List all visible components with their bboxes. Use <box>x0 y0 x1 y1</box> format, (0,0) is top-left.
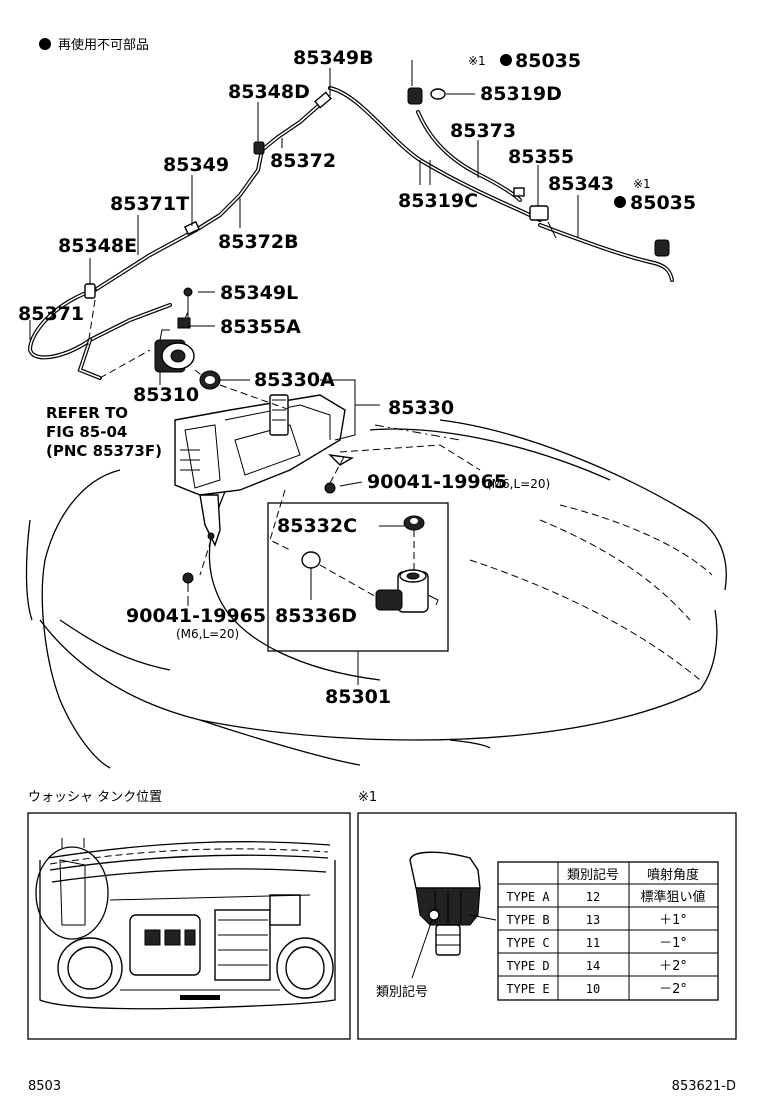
note-mark-2: ※1 <box>633 177 651 191</box>
label-85332C: 85332C <box>277 515 357 537</box>
table-row-label: TYPE A <box>506 890 550 904</box>
pump-85310 <box>154 329 195 373</box>
reusable-mark-icon <box>500 54 512 66</box>
label-85371: 85371 <box>18 303 84 325</box>
table-row-code: 14 <box>586 959 600 973</box>
label-85301: 85301 <box>325 686 391 708</box>
label-85349: 85349 <box>163 154 229 176</box>
table-header-type-code: 類別記号 <box>567 867 619 883</box>
label-90041-19965-top: 90041-19965 <box>367 471 507 493</box>
label-85319D: 85319D <box>480 83 562 105</box>
table-row-code: 13 <box>586 913 600 927</box>
label-85343: 85343 <box>548 173 614 195</box>
label-85348E: 85348E <box>58 235 137 257</box>
nozzle-panel-title: ※1 <box>358 790 377 805</box>
nozzle-icon-left <box>407 87 423 105</box>
table-row-label: TYPE C <box>506 936 549 950</box>
label-85330A: 85330A <box>254 369 335 391</box>
engine-bay-illustration <box>35 838 336 1010</box>
table-row-angle: ＋2° <box>659 959 687 974</box>
washer-tank-85330 <box>174 394 355 592</box>
table-row-code: 12 <box>586 890 600 904</box>
tank-location-title: ウォッシャ タンク位置 <box>28 790 162 805</box>
label-85373: 85373 <box>450 120 516 142</box>
table-row-code: 10 <box>586 982 600 996</box>
reusable-mark-icon <box>614 196 626 208</box>
table-frame <box>497 861 719 1001</box>
leader-lines <box>29 60 579 685</box>
label-85319C: 85319C <box>398 190 478 212</box>
table-header-spray-angle: 噴射角度 <box>647 867 699 883</box>
reusable-mark-icon <box>39 38 51 50</box>
table-row-angle: 標準狙い値 <box>640 889 705 905</box>
label-90041-spec-top: (M6,L=20) <box>487 477 550 491</box>
tank-location-panel <box>27 812 351 1040</box>
table-row-label: TYPE D <box>506 959 549 973</box>
table-row-angle: －1° <box>659 936 687 951</box>
label-85336D: 85336D <box>275 605 357 627</box>
label-85372: 85372 <box>270 150 336 172</box>
reference-lines <box>99 300 481 576</box>
label-90041-19965-bottom: 90041-19965 <box>126 605 266 627</box>
right-hose-assembly <box>328 86 674 282</box>
label-85349B: 85349B <box>293 47 374 69</box>
table-row-angle: ＋1° <box>659 913 687 928</box>
nozzle-icon-right <box>654 239 670 257</box>
label-85035-right: 85035 <box>630 192 696 214</box>
footer-figure-code: 8503 <box>28 1079 61 1094</box>
nozzle-caption: 類別記号 <box>376 984 428 1000</box>
nozzle-panel <box>357 812 737 1040</box>
label-85310: 85310 <box>133 384 199 406</box>
nozzle-type-table: 類別記号 噴射角度 TYPE A 12 標準狙い値 TYPE B 13 ＋1° … <box>497 861 719 1001</box>
label-85355A: 85355A <box>220 316 301 338</box>
label-85035-top: 85035 <box>515 50 581 72</box>
note-mark-1: ※1 <box>468 54 486 68</box>
grommet-85330A <box>199 370 221 390</box>
table-row-angle: －2° <box>659 982 687 997</box>
table-row-label: TYPE E <box>506 982 549 996</box>
label-85349L: 85349L <box>220 282 298 304</box>
table-row-label: TYPE B <box>506 913 549 927</box>
car-body-outline <box>25 419 727 769</box>
label-85371T: 85371T <box>110 193 189 215</box>
refer-line-3: (PNC 85373F) <box>46 442 162 460</box>
label-85355: 85355 <box>508 146 574 168</box>
table-row-code: 11 <box>586 936 600 950</box>
legend-text: 再使用不可部品 <box>58 37 149 53</box>
pump-subassembly-parts <box>301 515 439 613</box>
label-90041-spec-bottom: (M6,L=20) <box>176 627 239 641</box>
refer-line-2: FIG 85-04 <box>46 423 127 441</box>
label-85348D: 85348D <box>228 81 310 103</box>
footer-drawing-number: 853621-D <box>672 1079 736 1094</box>
part-labels: 85349B 85348D 85349 85372 85371T 85372B … <box>18 47 696 708</box>
refer-line-1: REFER TO <box>46 404 128 422</box>
nozzle-illustration <box>409 851 497 979</box>
label-85330: 85330 <box>388 397 454 419</box>
label-85372B: 85372B <box>218 231 299 253</box>
left-hose-assembly <box>27 91 332 380</box>
